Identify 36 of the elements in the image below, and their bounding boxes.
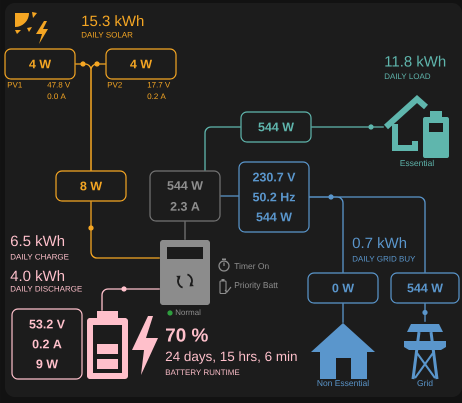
value-box: 4 W [4, 48, 76, 80]
runtime-value: 24 days, 15 hrs, 6 min [166, 351, 297, 364]
icon-caption: Grid [417, 380, 432, 386]
energy-value: 0.7 kWh [352, 237, 406, 248]
value-box: 8 W [55, 170, 127, 202]
energy-value: 15.3 kWh [82, 15, 144, 26]
connector-line [220, 195, 238, 197]
connector-line [310, 196, 426, 272]
battery-icon [87, 311, 128, 379]
icon-caption: Essential [400, 160, 434, 166]
value-box: 4 W [105, 48, 177, 80]
energy-value: 11.8 kWh [385, 56, 446, 67]
inverter-icon [160, 240, 210, 305]
house-battery-icon [384, 94, 449, 158]
value-box: 230.7 V 50.2 Hz 544 W [238, 161, 310, 233]
energy-value: 6.5 kWh [10, 235, 64, 246]
connector-line [90, 202, 160, 259]
percentage-value: 70 % [166, 328, 208, 342]
house-icon [311, 323, 375, 379]
connector-line [204, 126, 240, 170]
value-box: 544 W [240, 111, 312, 143]
status-text: Priority Batt [234, 282, 278, 290]
value-box: 544 W 2.3 A [149, 170, 221, 222]
connector-line [312, 126, 384, 128]
status-text: Timer On [234, 262, 269, 270]
pylon-icon [404, 324, 446, 380]
value-box: 53.2 V 0.2 A 9 W [11, 308, 83, 380]
connector-line [342, 304, 344, 323]
energy-value: 4.0 kWh [10, 270, 64, 282]
connector-line [90, 63, 106, 170]
value-box: 544 W [390, 272, 460, 304]
connector-line [424, 304, 426, 322]
connector-line [101, 288, 160, 311]
value-box: 0 W [307, 272, 379, 304]
connector-line [184, 222, 186, 240]
icon-caption: Non Essential [318, 380, 369, 386]
